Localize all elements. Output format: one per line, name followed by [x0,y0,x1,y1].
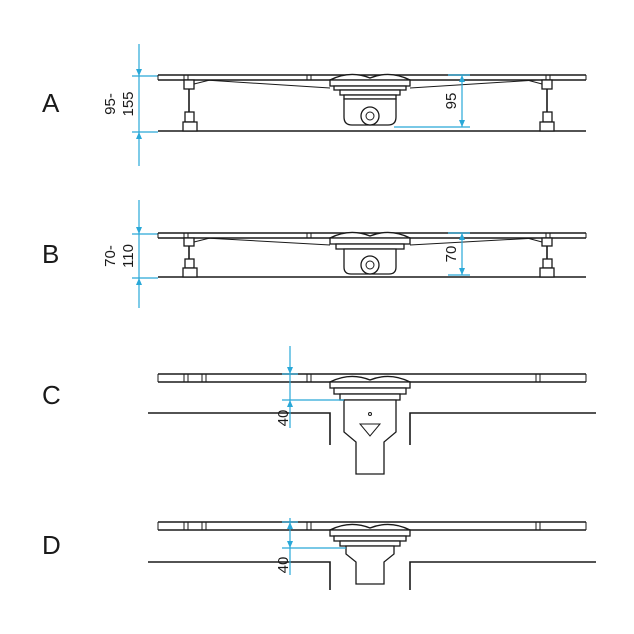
row-a-foot-right [526,79,555,132]
row-a-range-bottom: 155 [120,91,137,116]
row-c-inner-value: 40 [275,410,292,427]
row-a-inner-value: 95 [443,93,460,110]
row-b-drain [329,231,411,275]
row-a: A 95- 155 [42,44,587,166]
row-b-range-top: 70- [102,245,119,267]
row-b-inner-dimension: 70 [443,232,470,276]
row-d: D 40 [42,518,596,590]
row-a-inner-dimension: 95 [394,74,470,128]
row-a-range-top: 95- [102,93,119,115]
row-b-range-bottom: 110 [120,244,137,268]
row-b-foot-right [526,237,555,278]
row-b-range-dimension: 70- 110 [102,200,158,308]
row-d-floor [148,561,596,590]
row-b-label: B [42,239,59,269]
row-a-range-dimension: 95- 155 [102,44,158,166]
row-c-inner-dimension: 40 [275,346,344,428]
row-b: B 70- 110 [42,200,587,308]
row-c-floor [148,412,596,445]
row-b-foot-left [182,237,211,278]
row-c-drain [329,375,411,475]
row-c-label: C [42,380,61,410]
row-a-drain [329,73,411,126]
row-d-label: D [42,530,61,560]
row-d-drain [329,523,411,585]
row-c: C [42,346,596,475]
row-a-foot-left [182,79,211,132]
row-d-inner-dimension: 40 [275,518,346,575]
row-a-label: A [42,88,60,118]
row-d-inner-value: 40 [275,557,292,574]
row-b-inner-value: 70 [443,246,460,263]
